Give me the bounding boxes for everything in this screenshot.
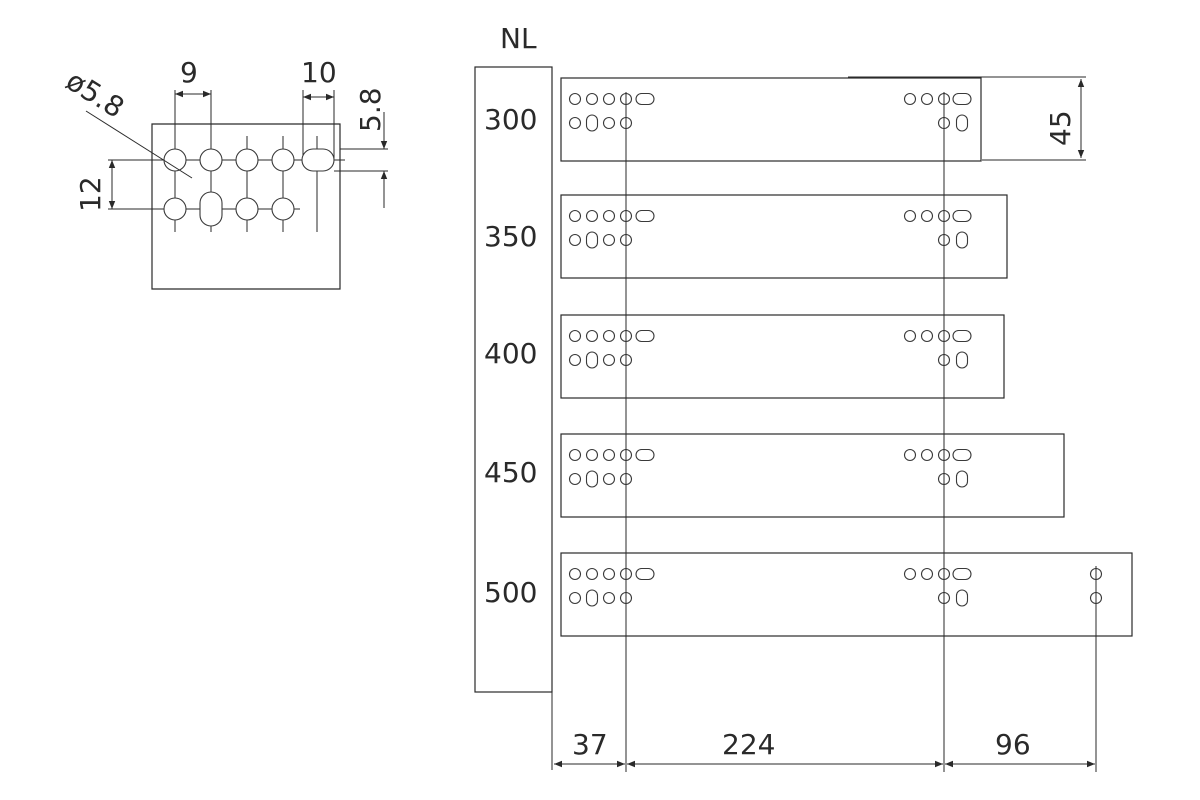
rail-hole [568,116,582,130]
rail-plate [560,77,982,162]
rail-hole [903,209,917,223]
rail-slot [635,329,655,343]
rail-hole [585,329,599,343]
rail-hole [920,448,934,462]
rail-hole [568,567,582,581]
diameter-leader [85,110,193,179]
rail-hole [568,472,582,486]
rail-hole [585,209,599,223]
rail-slot [585,231,599,249]
rail-hole [602,92,616,106]
rail-plate [560,314,1005,399]
nl-label-450: 450 [484,456,537,489]
rail-slot [955,589,969,607]
detail-slot-vertical [199,191,223,227]
rail-hole [903,448,917,462]
rail-hole [585,567,599,581]
nl-label-400: 400 [484,337,537,370]
detail-plate-outline [151,123,341,290]
rail-hole [602,233,616,247]
pitch-10-label: 10 [301,56,337,89]
rail-slot [585,470,599,488]
detail-hole [163,197,187,221]
rail-slot [635,92,655,106]
rail-hole [602,353,616,367]
rail-hole [568,353,582,367]
detail-slot-horizontal [301,148,335,172]
nl-label-500: 500 [484,576,537,609]
rail-hole [903,92,917,106]
rail-slot [635,209,655,223]
rail-slot [952,329,972,343]
bottom-label-96: 96 [995,728,1031,761]
rail-slot [952,209,972,223]
detail-hole [235,148,259,172]
bottom-dimensions: 37 224 96 [551,692,1095,770]
rail-hole [602,209,616,223]
rail-hole [920,329,934,343]
nl-label-300: 300 [484,103,537,136]
rail-hole [602,448,616,462]
bottom-label-224: 224 [722,728,775,761]
rail-slot [952,92,972,106]
nl-column-bar [474,66,553,693]
rail-hole [568,233,582,247]
rail-hole [568,92,582,106]
rail-plate [560,552,1133,637]
rail-hole [568,448,582,462]
rail-slot [955,470,969,488]
rail-slot [585,589,599,607]
bottom-label-37: 37 [572,728,608,761]
offset-label: 5.8 [354,87,387,132]
diameter-label: ø5.8 [60,64,130,125]
detail-hole [235,197,259,221]
rail-hole [568,591,582,605]
rail-hole [602,472,616,486]
height-dimension: 45 [848,76,1086,161]
rail-slot [585,114,599,132]
rail-slot [955,114,969,132]
rail-slot [955,351,969,369]
rail-hole [602,116,616,130]
rowgap-label: 12 [74,176,107,212]
rail-slot [952,567,972,581]
rail-slot [955,231,969,249]
nl-label-350: 350 [484,220,537,253]
rail-hole [903,329,917,343]
rail-hole [920,92,934,106]
rail-hole [585,92,599,106]
rail-slot [635,448,655,462]
rail-hole [920,567,934,581]
rail-hole [903,567,917,581]
rail-slot [585,351,599,369]
height-label: 45 [1044,110,1077,146]
rail-hole [568,209,582,223]
detail-hole [271,197,295,221]
rail-hole [920,209,934,223]
rail-group [560,77,1133,637]
detail-hole [199,148,223,172]
nl-header: NL [500,22,537,55]
rail-hole [602,329,616,343]
rail-slot [952,448,972,462]
detail-hole [271,148,295,172]
rail-hole [602,591,616,605]
rail-hole [602,567,616,581]
rail-slot [635,567,655,581]
rail-hole [568,329,582,343]
hole-detail-view: ø5.8 9 10 5.8 12 [60,56,388,290]
rail-hole [585,448,599,462]
pitch-9-label: 9 [180,56,198,89]
rail-plate [560,194,1008,279]
rail-plate [560,433,1065,518]
